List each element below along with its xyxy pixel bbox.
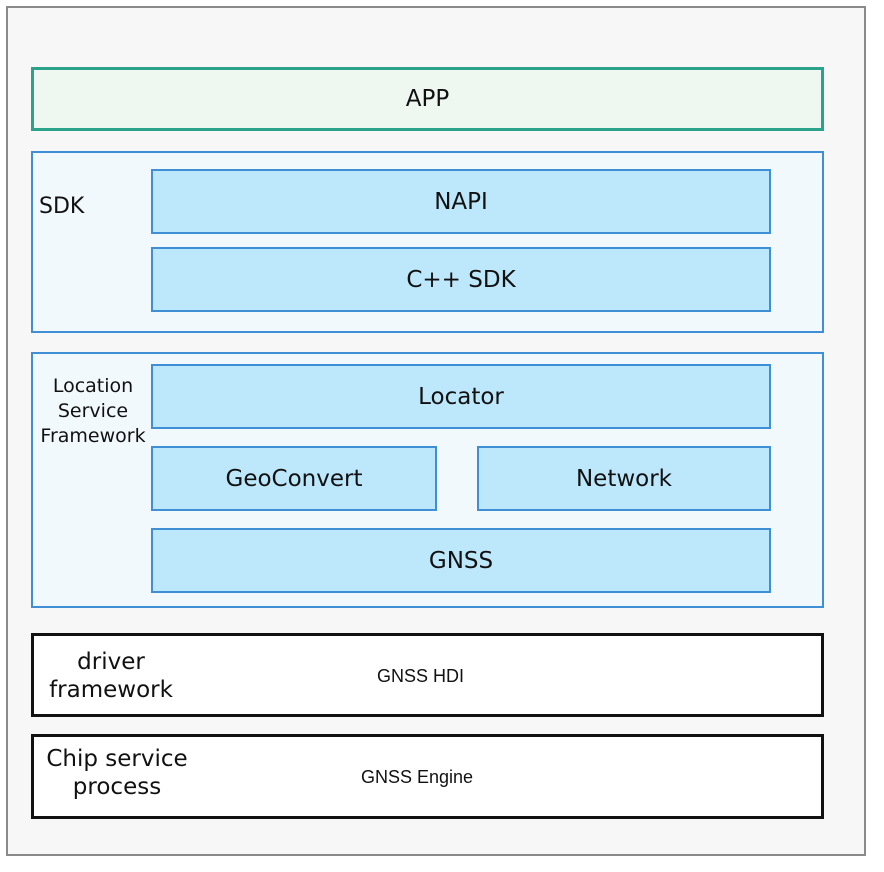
gnss-module: GNSS <box>151 528 771 593</box>
sdk-group-label: SDK <box>39 194 85 219</box>
network-module: Network <box>477 446 771 511</box>
locator-module: Locator <box>151 364 771 429</box>
napi-module-label: NAPI <box>434 188 488 215</box>
chip-label-line-1: Chip service <box>46 746 188 772</box>
gnss-module-label: GNSS <box>428 547 494 574</box>
cpp-sdk-module: C++ SDK <box>151 247 771 312</box>
napi-module: NAPI <box>151 169 771 234</box>
driver-label-line-2: framework <box>49 677 173 703</box>
lsf-label-line-2: Service <box>57 400 129 422</box>
driver-framework-label: driver framework <box>36 648 186 704</box>
app-layer: APP <box>31 67 824 131</box>
locator-module-label: Locator <box>418 383 504 410</box>
gnss-hdi-label: GNSS HDI <box>377 666 465 686</box>
location-service-framework-label: Location Service Framework <box>34 374 152 449</box>
chip-service-process-layer <box>31 734 824 819</box>
lsf-label-line-3: Framework <box>40 425 146 447</box>
driver-label-line-1: driver <box>77 649 145 675</box>
geoconvert-module-label: GeoConvert <box>225 465 363 492</box>
chip-label-line-2: process <box>72 774 162 800</box>
chip-service-process-label: Chip service process <box>36 745 198 801</box>
geoconvert-module: GeoConvert <box>151 446 437 511</box>
cpp-sdk-module-label: C++ SDK <box>406 266 516 293</box>
gnss-engine-label: GNSS Engine <box>361 767 474 787</box>
app-layer-label: APP <box>405 86 450 112</box>
lsf-label-line-1: Location <box>52 375 134 397</box>
network-module-label: Network <box>575 465 673 492</box>
driver-framework-layer <box>31 633 824 717</box>
